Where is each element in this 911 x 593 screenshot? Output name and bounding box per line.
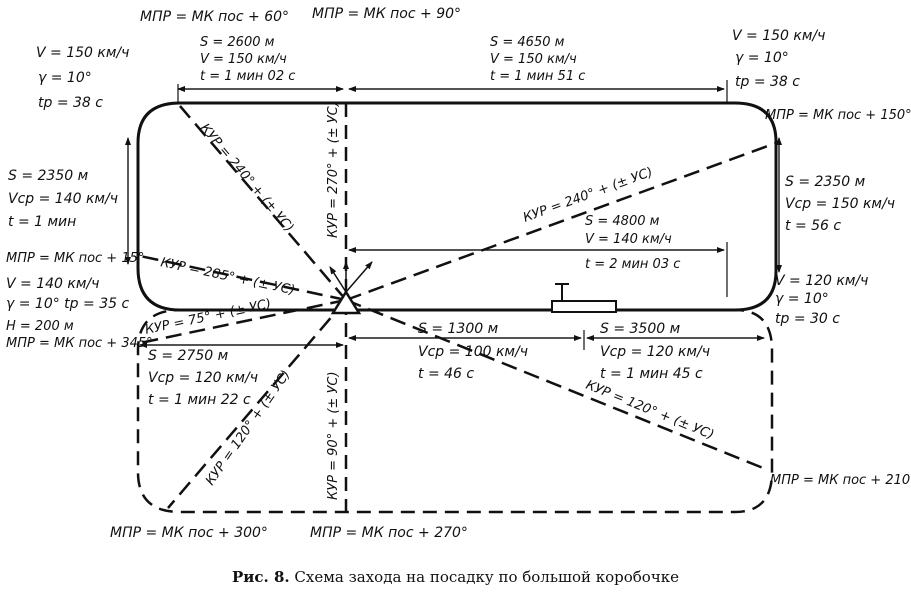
- seg1-time: t = 1 мин 02 с: [200, 69, 295, 84]
- mpr-270-label: МПР = МК пос + 270°: [310, 525, 468, 541]
- lower-left-speed: V = 140 км/ч: [6, 276, 99, 292]
- right-leg-distance: S = 2350 м: [785, 174, 866, 190]
- seg1-speed: V = 150 км/ч: [200, 52, 287, 67]
- left-leg-speed: Vср = 140 км/ч: [8, 191, 118, 207]
- final-seg2-time: t = 1 мин 45 с: [600, 366, 703, 382]
- mpr-210-label: МПР = МК пос + 210°: [770, 473, 911, 488]
- kur-285-label: КУР = 285° + (± УС): [159, 255, 296, 298]
- mpr-60-label: МПР = МК пос + 60°: [140, 9, 289, 25]
- right-low-gamma: γ = 10°: [775, 291, 829, 307]
- base-time: t = 1 мин 22 с: [148, 392, 251, 408]
- kur-90-label: КУР = 90° + (± УС): [326, 371, 341, 500]
- ndb-station-icon: [330, 289, 362, 315]
- top-right-speed: V = 150 км/ч: [732, 28, 825, 44]
- lower-left-gamma-time: γ = 10° tp = 35 с: [6, 296, 129, 312]
- kur-75-label: КУР = 75° + (± УС): [144, 297, 273, 338]
- final-seg1-time: t = 46 с: [418, 366, 474, 382]
- mpr-300-label: МПР = МК пос + 300°: [110, 525, 268, 541]
- mid-distance: S = 4800 м: [585, 214, 660, 229]
- mid-speed: V = 140 км/ч: [585, 232, 672, 247]
- kur-240-upper-label: КУР = 240° + (± УС): [197, 121, 296, 235]
- mpr-150-label: МПР = МК пос + 150°: [765, 108, 911, 123]
- right-leg-time: t = 56 с: [785, 218, 841, 234]
- figure-caption: Рис. 8. Схема захода на посадку по больш…: [0, 568, 911, 586]
- runway: [551, 300, 617, 313]
- base-speed: Vср = 120 км/ч: [148, 370, 258, 386]
- left-leg-distance: S = 2350 м: [8, 168, 89, 184]
- kur-270-label: КУР = 270° + (± УС): [326, 101, 341, 238]
- figure-caption-text: Схема захода на посадку по большой короб…: [294, 568, 680, 586]
- seg2-speed: V = 150 км/ч: [490, 52, 577, 67]
- seg1-distance: S = 2600 м: [200, 35, 275, 50]
- top-left-speed: V = 150 км/ч: [36, 45, 129, 61]
- lower-left-height: H = 200 м: [6, 319, 74, 334]
- right-low-turn-time: tp = 30 с: [775, 311, 840, 327]
- mid-time: t = 2 мин 03 с: [585, 257, 680, 272]
- final-seg1-speed: Vср = 100 км/ч: [418, 344, 528, 360]
- final-seg2-speed: Vср = 120 км/ч: [600, 344, 710, 360]
- top-left-turn-time: tp = 38 с: [38, 95, 103, 111]
- mpr-15-label: МПР = МК пос + 15°: [6, 251, 144, 266]
- lower-pattern-dashed: [136, 308, 774, 514]
- dimension-lines: [125, 80, 782, 350]
- mpr-90-label: МПР = МК пос + 90°: [312, 6, 461, 22]
- final-seg2-distance: S = 3500 м: [600, 321, 681, 337]
- right-low-speed: V = 120 км/ч: [775, 273, 868, 289]
- left-leg-time: t = 1 мин: [8, 214, 76, 230]
- figure-number: Рис. 8.: [231, 568, 290, 586]
- kur-120-right-label: КУР = 120° + (± УС): [584, 378, 716, 443]
- right-leg-speed: Vср = 150 км/ч: [785, 196, 895, 212]
- top-right-turn-time: tp = 38 с: [735, 74, 800, 90]
- seg2-distance: S = 4650 м: [490, 35, 565, 50]
- final-seg1-distance: S = 1300 м: [418, 321, 499, 337]
- top-left-gamma: γ = 10°: [38, 70, 92, 86]
- base-distance: S = 2750 м: [148, 348, 229, 364]
- seg2-time: t = 1 мин 51 с: [490, 69, 585, 84]
- top-right-gamma: γ = 10°: [735, 50, 789, 66]
- bearing-lines: [139, 105, 777, 509]
- mpr-345-label: МПР = МК пос + 345°: [6, 336, 153, 351]
